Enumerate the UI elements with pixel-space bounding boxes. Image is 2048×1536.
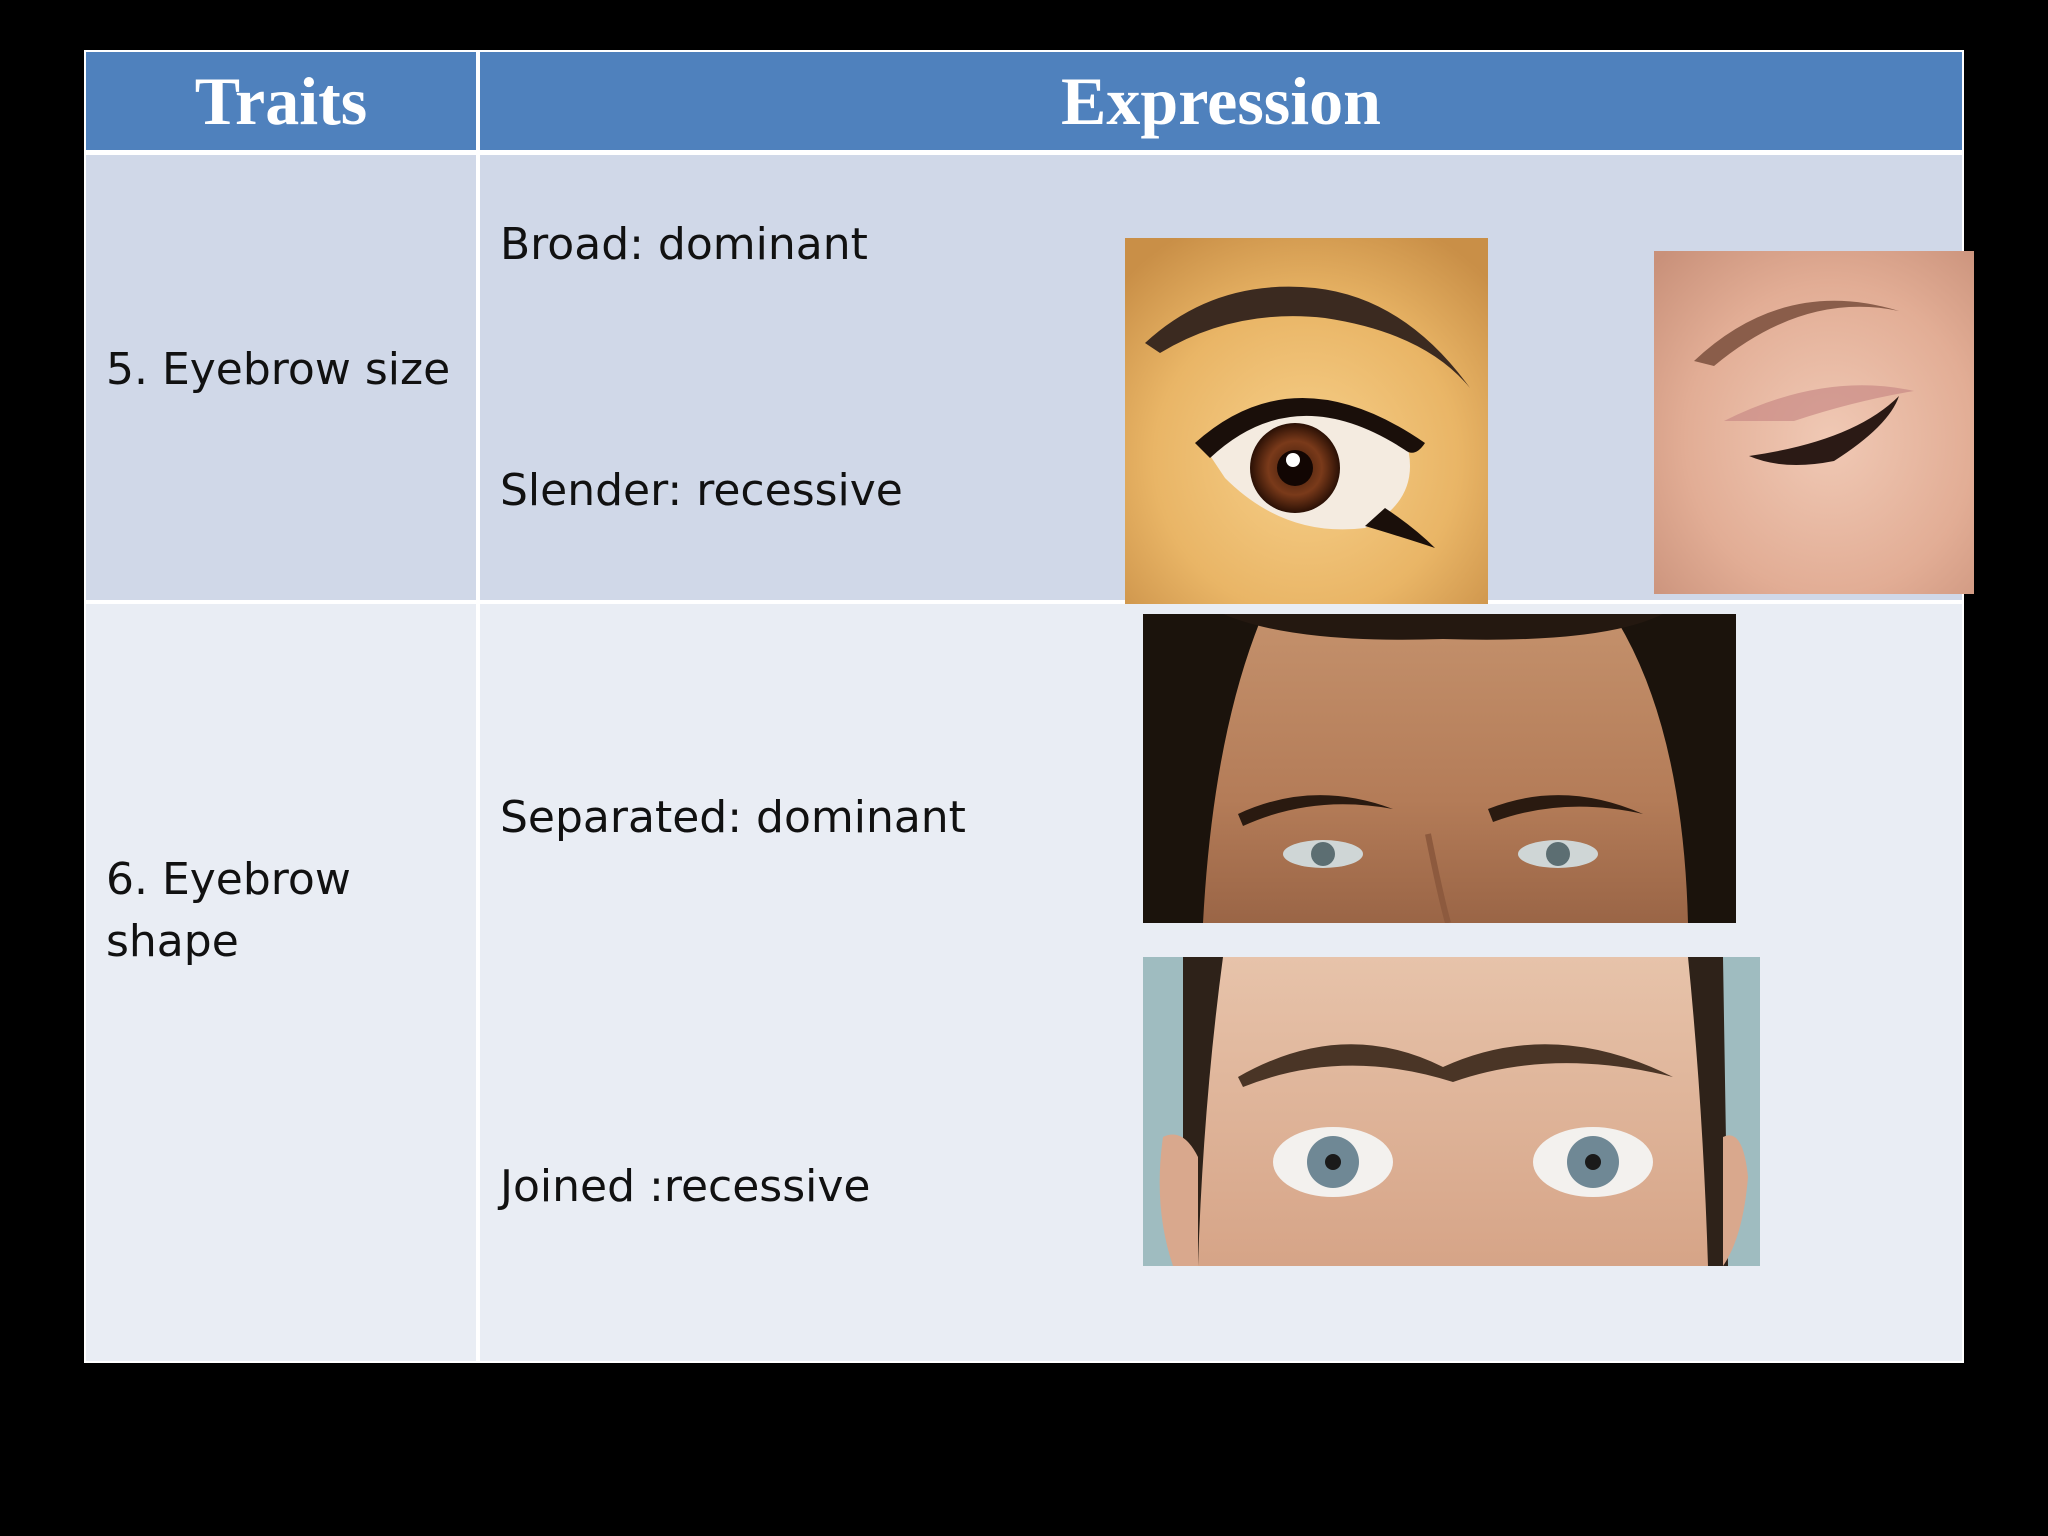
row-eyebrow-size-expression: Broad: dominant Slender: recessive [480, 155, 1974, 606]
row-eyebrow-shape-trait: 6. Eyebrow shape [86, 604, 476, 1361]
header-expression: Expression [480, 52, 1962, 150]
header-expression-label: Expression [1061, 62, 1381, 139]
eye-slender-eyebrow-photo [1654, 251, 1974, 594]
traits-table: Traits Expression 5. Eyebrow size Broad:… [84, 50, 1974, 1363]
expression-broad: Broad: dominant [500, 219, 868, 270]
row-eyebrow-size-trait: 5. Eyebrow size [86, 155, 476, 600]
header-traits-label: Traits [194, 62, 368, 139]
trait-eyebrow-shape-line2: shape [106, 916, 239, 967]
row-eyebrow-shape-expression: Separated: dominant Joined :recessive [480, 604, 1962, 1361]
header-traits: Traits [86, 52, 476, 150]
expression-separated: Separated: dominant [500, 792, 966, 843]
trait-eyebrow-size: 5. Eyebrow size [106, 344, 451, 395]
eye-broad-eyebrow-photo [1125, 238, 1488, 606]
separated-eyebrows-photo [1143, 614, 1736, 923]
expression-joined: Joined :recessive [500, 1161, 871, 1212]
expression-slender: Slender: recessive [500, 465, 903, 516]
joined-eyebrows-photo [1143, 957, 1760, 1266]
trait-eyebrow-shape-line1: 6. Eyebrow [106, 854, 351, 905]
